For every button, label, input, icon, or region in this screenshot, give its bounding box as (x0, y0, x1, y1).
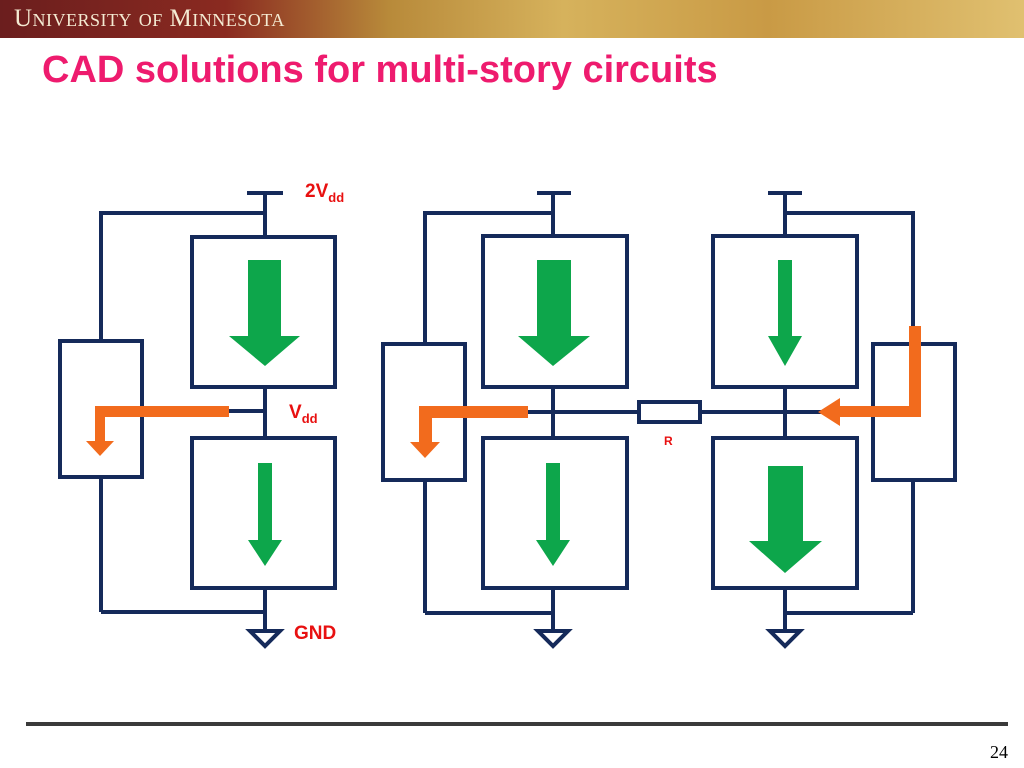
ground-label: GND (294, 623, 336, 644)
redirect-arrow-3 (818, 326, 921, 426)
current-arrow-upper-3 (768, 260, 802, 366)
redirect-arrow-1 (86, 406, 229, 456)
university-banner: University of Minnesota (0, 0, 1024, 38)
resistor (637, 400, 702, 424)
circuit-3 (700, 191, 957, 649)
circuit-1 (58, 191, 337, 649)
current-arrow-upper-2 (518, 260, 590, 366)
current-arrow-lower-1 (248, 463, 282, 566)
ground-symbol-3 (765, 629, 805, 649)
slide-title: CAD solutions for multi-story circuits (42, 49, 718, 91)
supply-vdd-label: Vdd (289, 402, 318, 426)
current-arrow-upper-1 (229, 260, 300, 366)
ground-symbol-1 (245, 629, 285, 649)
ground-symbol-2 (533, 629, 573, 649)
supply-2vdd-label: 2Vdd (305, 181, 344, 205)
current-arrow-lower-3 (749, 466, 822, 573)
footer-divider (26, 722, 1008, 726)
university-name: University of Minnesota (14, 5, 285, 32)
redirect-arrow-2 (410, 406, 528, 458)
resistor-label: R (664, 434, 673, 448)
page-number: 24 (990, 742, 1008, 762)
current-arrow-lower-2 (536, 463, 570, 566)
